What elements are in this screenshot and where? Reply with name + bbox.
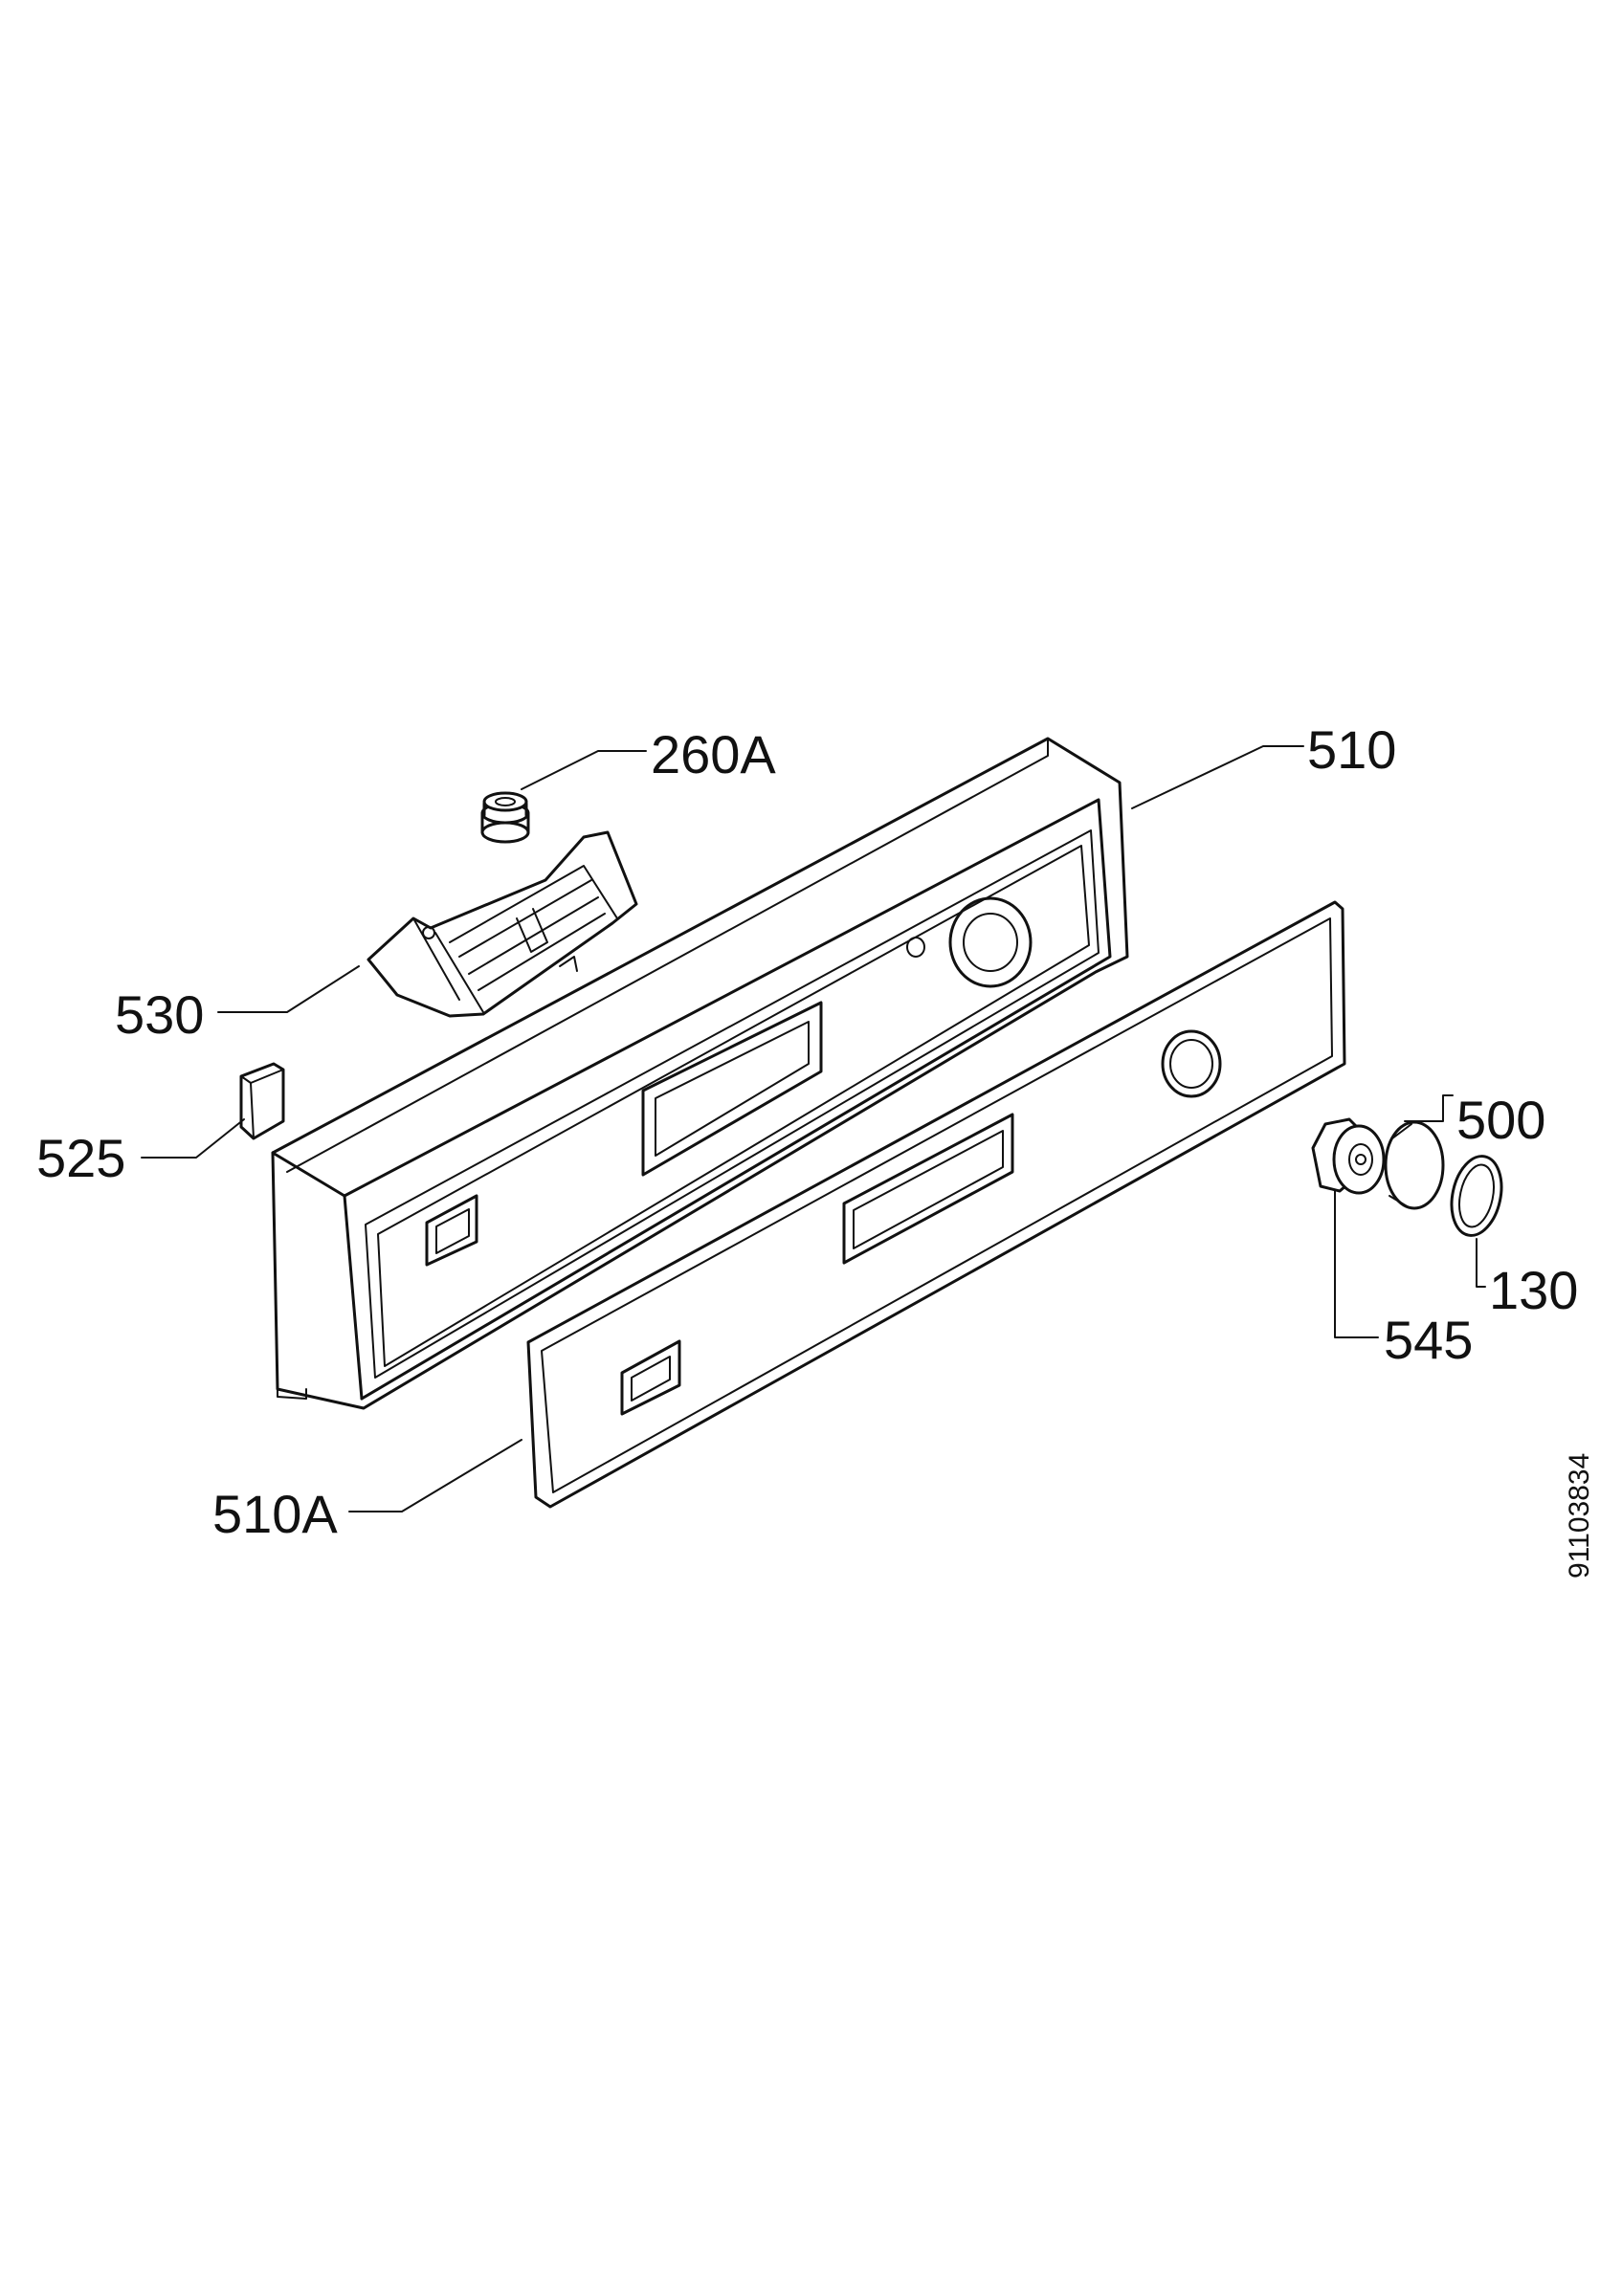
leader-525 (141, 1118, 245, 1159)
document-number: 91103834 (1564, 1453, 1595, 1578)
part-510-control-panel-housing (271, 737, 1129, 1410)
leader-260a (521, 750, 647, 790)
label-530: 530 (115, 984, 204, 1045)
leader-530 (217, 965, 360, 1013)
label-525: 525 (36, 1128, 125, 1188)
part-130-ring (1450, 1155, 1503, 1237)
label-260a: 260A (651, 724, 776, 784)
leader-510a (348, 1439, 522, 1512)
leader-130 (1476, 1238, 1486, 1288)
part-545-knob (1311, 1117, 1386, 1195)
leader-lines (141, 745, 1486, 1512)
label-510a: 510A (212, 1484, 338, 1544)
label-500: 500 (1456, 1090, 1545, 1150)
part-525-button-cap (239, 1062, 285, 1140)
part-260a-bush (480, 791, 530, 844)
leader-545 (1334, 1190, 1379, 1338)
leader-510 (1131, 745, 1304, 809)
label-545: 545 (1384, 1310, 1473, 1370)
label-510: 510 (1307, 719, 1396, 780)
part-510a-facia-plate (526, 900, 1346, 1509)
part-530-switch-carrier (367, 830, 638, 1018)
part-labels: 260A 510 530 525 500 130 545 510A (36, 719, 1578, 1544)
part-500-knob-disc (1384, 1120, 1445, 1210)
leader-500 (1404, 1094, 1454, 1122)
label-130: 130 (1489, 1260, 1578, 1320)
